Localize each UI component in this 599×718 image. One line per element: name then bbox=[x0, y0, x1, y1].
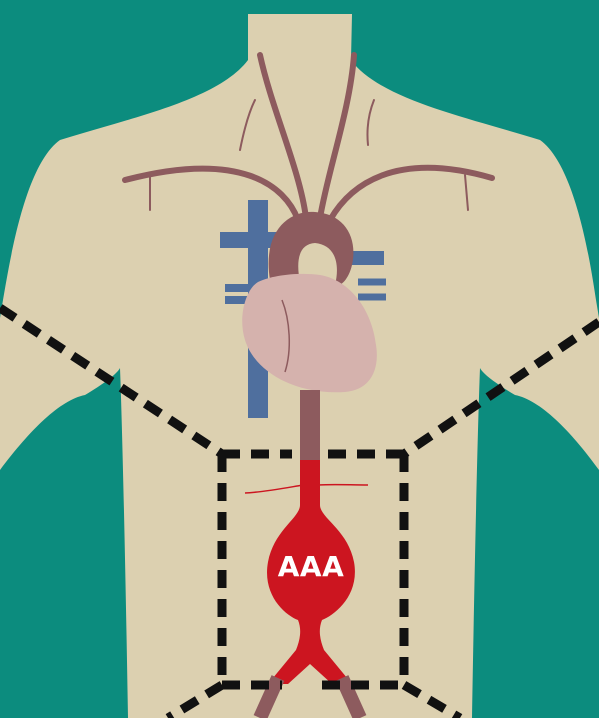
thoracic-aorta bbox=[300, 390, 320, 462]
aaa-label: AAA bbox=[278, 550, 345, 583]
